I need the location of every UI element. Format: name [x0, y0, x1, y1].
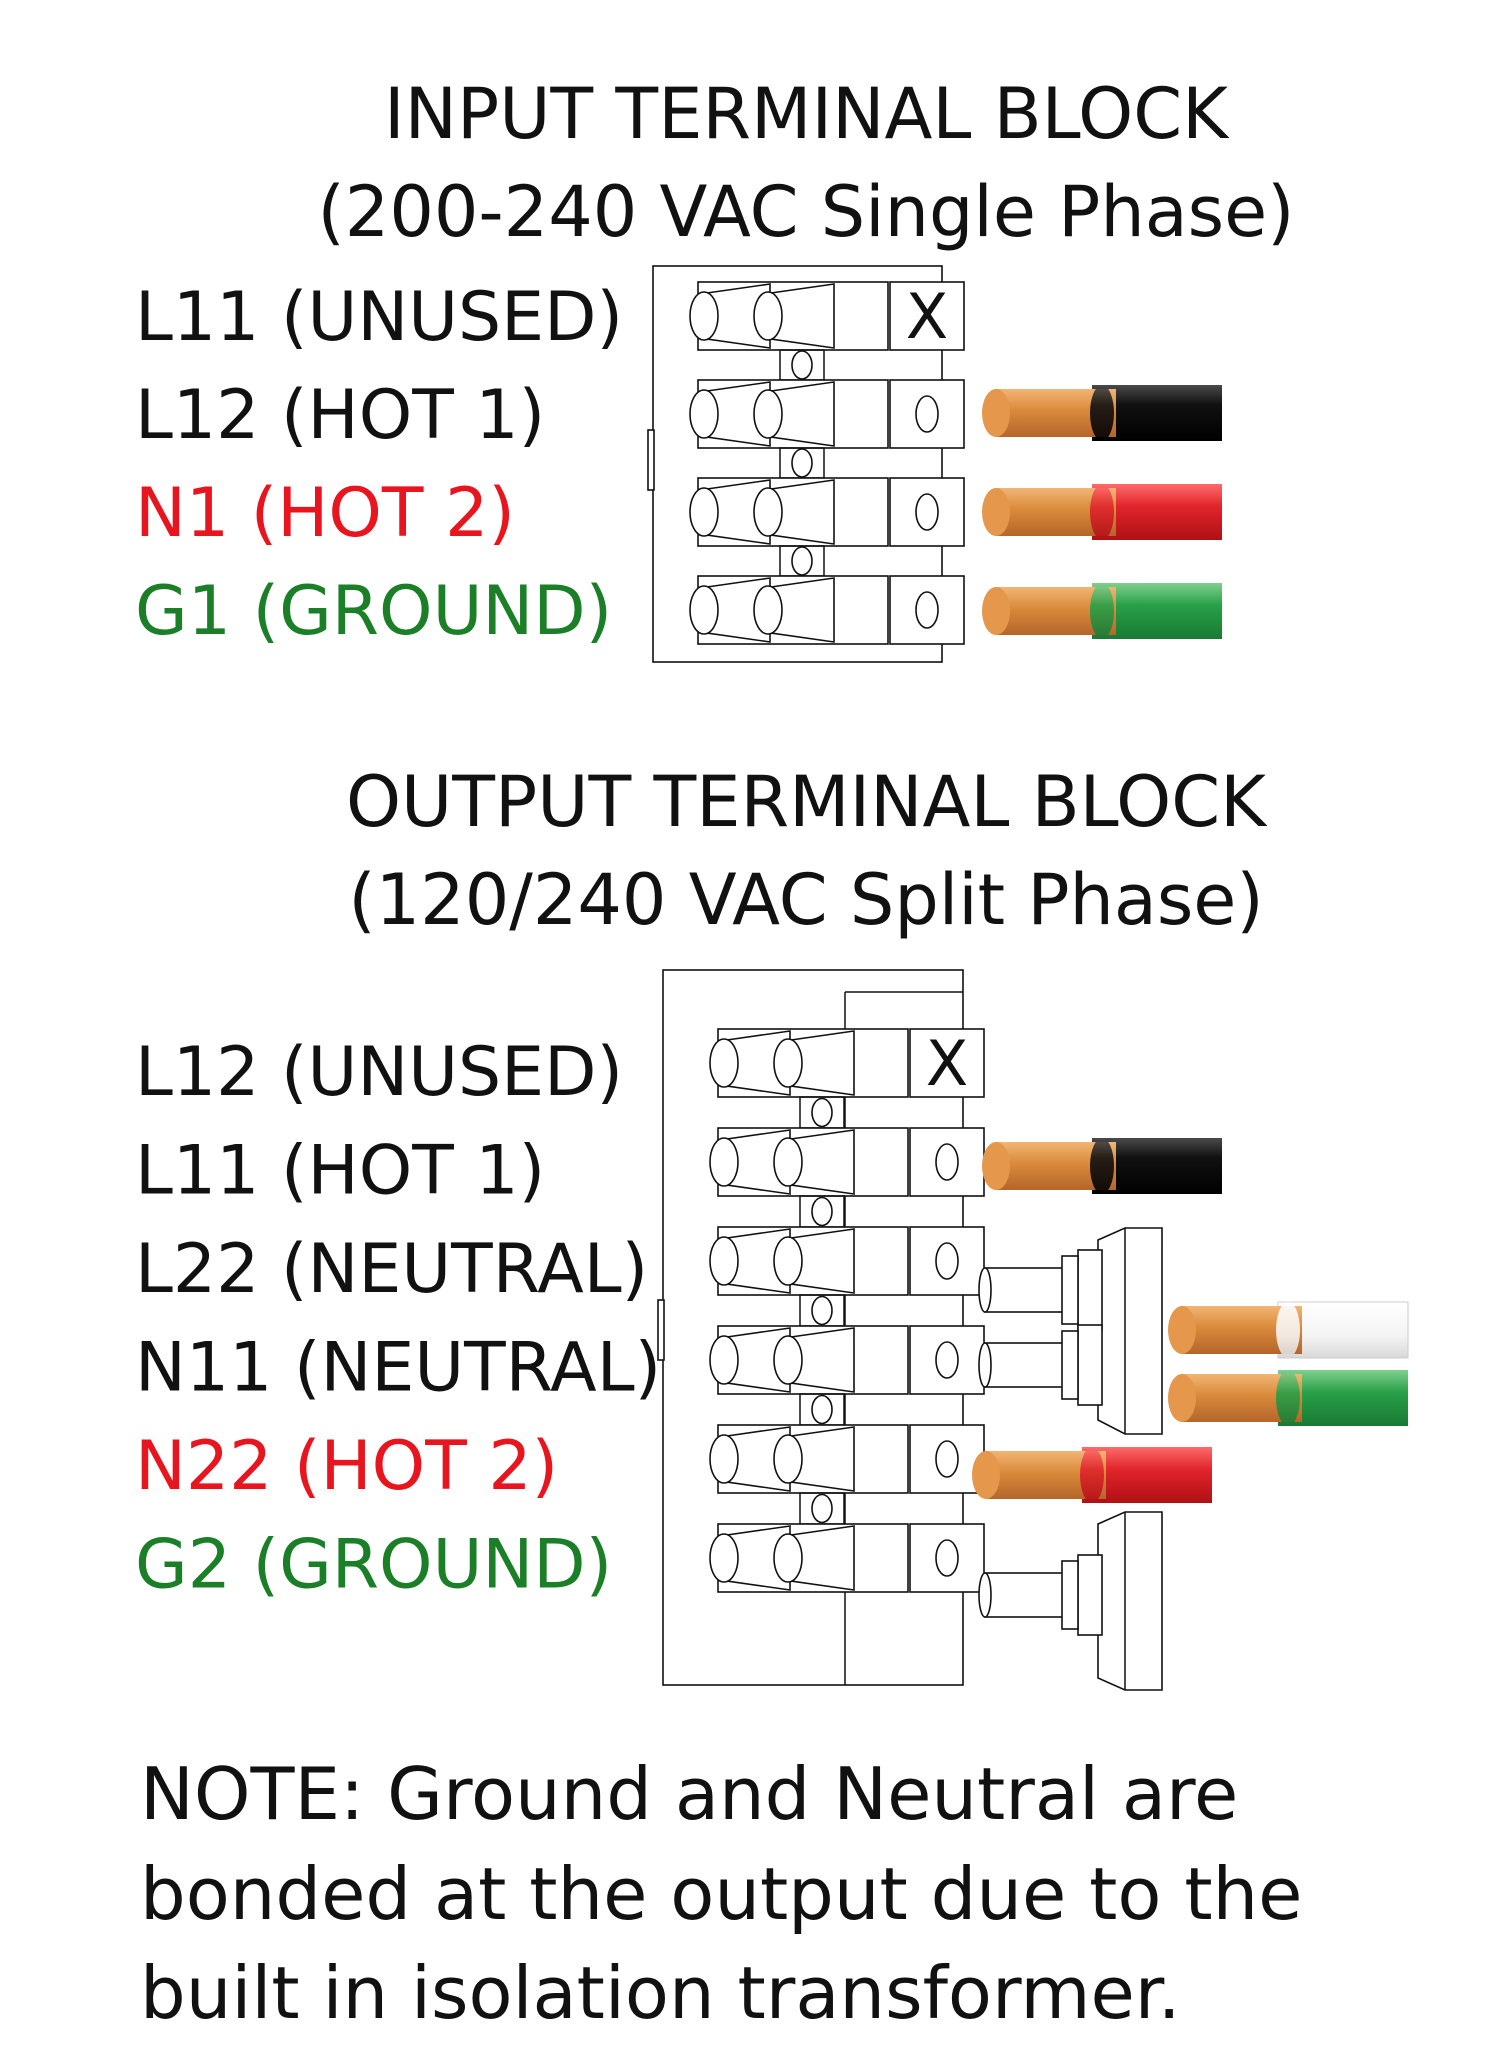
note-line-2: bonded at the output due to the: [140, 1852, 1302, 1936]
output-block-title: OUTPUT TERMINAL BLOCK: [346, 761, 1268, 843]
input-block-title: INPUT TERMINAL BLOCK: [384, 73, 1230, 155]
input-terminal-label-1: L11 (UNUSED): [135, 278, 623, 357]
input-terminal-label-4: G1 (GROUND): [135, 572, 612, 651]
output-terminal-hole-4: [935, 1341, 959, 1379]
input-terminal-label-3: N1 (HOT 2): [135, 474, 515, 553]
note-line-1: NOTE: Ground and Neutral are: [140, 1752, 1238, 1836]
bonding-bar-studs: [978, 1255, 1079, 1630]
output-terminal-label-3: L22 (NEUTRAL): [135, 1230, 648, 1309]
output-terminal-hole-3: [935, 1242, 959, 1280]
output-terminal-label-6: G2 (GROUND): [135, 1526, 612, 1605]
input-wire-green: [982, 583, 1222, 639]
output-terminal-label-2: L11 (HOT 1): [135, 1132, 545, 1211]
output-terminal-hole-6: [935, 1539, 959, 1577]
output-terminal-label-1: L12 (UNUSED): [135, 1033, 623, 1112]
input-unused-mark: X: [906, 280, 948, 353]
output-wire-red: [972, 1447, 1212, 1503]
input-terminal-hole-2: [915, 395, 939, 433]
output-terminal-labels: L12 (UNUSED) L11 (HOT 1) L22 (NEUTRAL) N11 …: [135, 1033, 661, 1605]
output-wire-black: [982, 1138, 1222, 1194]
input-wire-black: [982, 385, 1222, 441]
input-row-2: [689, 379, 965, 479]
output-row-1: [709, 1028, 985, 1129]
output-terminal-label-5: N22 (HOT 2): [135, 1427, 558, 1506]
output-terminal-hole-2: [935, 1143, 959, 1181]
input-terminal-hole-3: [915, 493, 939, 531]
input-row-4: [689, 575, 965, 645]
output-block-subtitle: (120/240 VAC Split Phase): [348, 859, 1263, 941]
output-unused-mark: X: [926, 1027, 968, 1100]
output-row-4: [709, 1325, 985, 1426]
input-terminal-block: [647, 265, 965, 663]
input-terminal-hole-4: [915, 591, 939, 629]
output-terminal-hole-5: [935, 1440, 959, 1478]
input-block-subtitle: (200-240 VAC Single Phase): [318, 171, 1295, 253]
output-terminal-label-4: N11 (NEUTRAL): [135, 1329, 661, 1408]
output-wire-white: [1168, 1301, 1409, 1359]
output-row-5: [709, 1424, 985, 1525]
input-terminal-labels: L11 (UNUSED) L12 (HOT 1) N1 (HOT 2) G1 (GRO…: [135, 278, 623, 651]
wires: [972, 385, 1409, 1503]
input-row-3: [689, 477, 965, 577]
neutral-bonding-bar: [1077, 1227, 1163, 1435]
output-row-3: [709, 1226, 985, 1327]
ground-bonding-bar: [1077, 1511, 1163, 1691]
note-text: NOTE: Ground and Neutral are bonded at t…: [140, 1752, 1302, 2035]
input-terminal-label-2: L12 (HOT 1): [135, 376, 545, 455]
note-line-3: built in isolation transformer.: [140, 1951, 1181, 2035]
input-row-1: [689, 281, 965, 381]
output-wire-green: [1168, 1370, 1408, 1426]
input-wire-red: [982, 484, 1222, 540]
